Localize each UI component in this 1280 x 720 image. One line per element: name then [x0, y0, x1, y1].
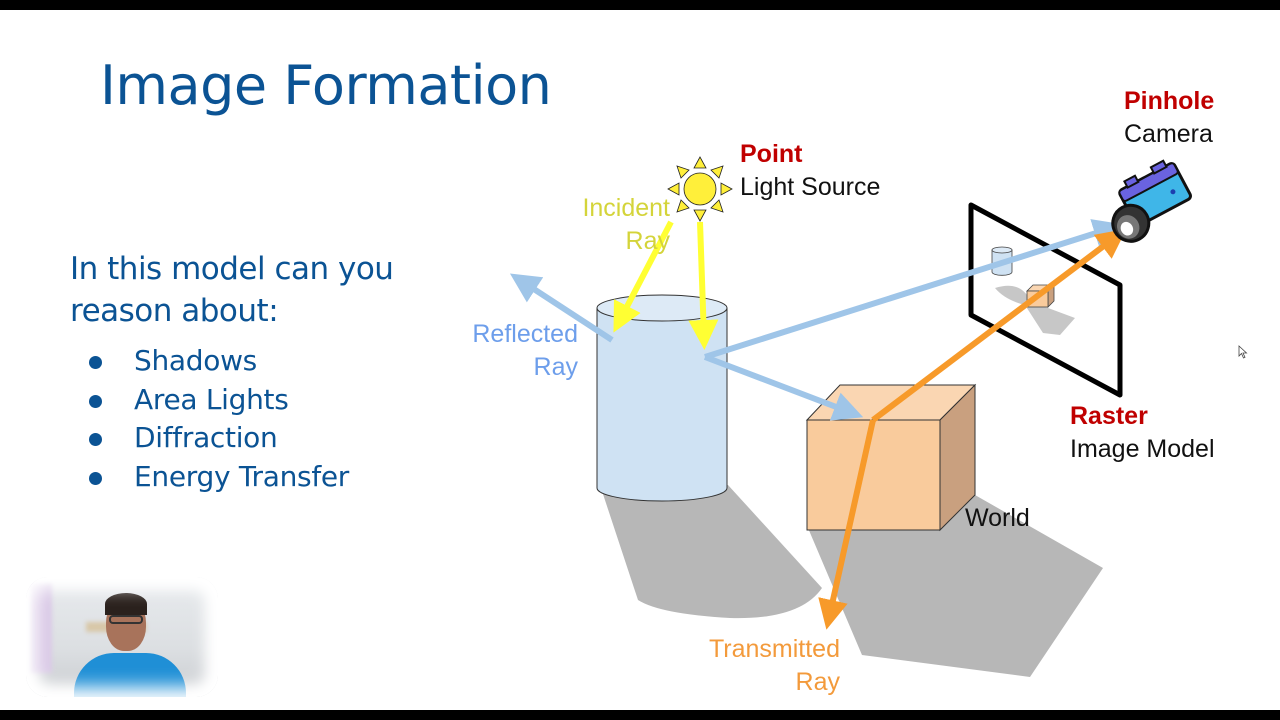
transmitted-ray-down [818, 419, 876, 630]
box [805, 383, 977, 532]
bullet-item: Shadows [86, 342, 349, 381]
slide-title: Image Formation [100, 54, 552, 117]
pinhole-camera-label: Pinhole Camera [1124, 87, 1215, 148]
bullet-dot-icon [89, 433, 102, 446]
reflected-ray-left [509, 273, 614, 343]
raster-image-model-label: Raster Image Model [1070, 402, 1215, 463]
letterbox-bottom [0, 710, 1280, 720]
bullet-item: Diffraction [86, 419, 349, 458]
transmitted-ray-label: Transmitted Ray [708, 635, 840, 696]
image-formation-diagram [509, 156, 1192, 677]
incident-ray-right [688, 221, 719, 350]
letterbox-top [0, 0, 1280, 10]
box-shadow [808, 495, 1103, 677]
slide: Image Formation In this model can you re… [0, 10, 1280, 710]
incident-ray-label: Incident Ray [582, 194, 670, 255]
transmitted-ray-to-camera [871, 228, 1127, 423]
reflected-ray-label: Reflected Ray [472, 320, 578, 381]
presenter-shirt [74, 653, 186, 697]
intro-line-2: reason about: [70, 293, 279, 329]
reflected-ray-to-box [703, 354, 864, 421]
world-label: World [965, 504, 1030, 532]
reflected-ray-to-camera [704, 219, 1124, 360]
intro-line-1: In this model can you [70, 251, 394, 287]
cylinder-shadow [600, 485, 822, 619]
bullet-dot-icon [89, 356, 102, 369]
cylinder [596, 294, 728, 502]
presenter-webcam [26, 577, 218, 697]
mouse-cursor-icon [1238, 345, 1248, 359]
point-light-label: Point Light Source [740, 140, 881, 201]
incident-ray-left [613, 220, 674, 333]
intro-text: In this model can you reason about: [70, 248, 470, 332]
bullet-item: Energy Transfer [86, 458, 349, 497]
bullet-list: Shadows Area Lights Diffraction Energy T… [86, 342, 349, 496]
sun-icon [667, 156, 733, 222]
bullet-item: Area Lights [86, 381, 349, 420]
bullet-dot-icon [89, 394, 102, 408]
bullet-dot-icon [89, 471, 102, 485]
camera-icon [1111, 159, 1192, 243]
